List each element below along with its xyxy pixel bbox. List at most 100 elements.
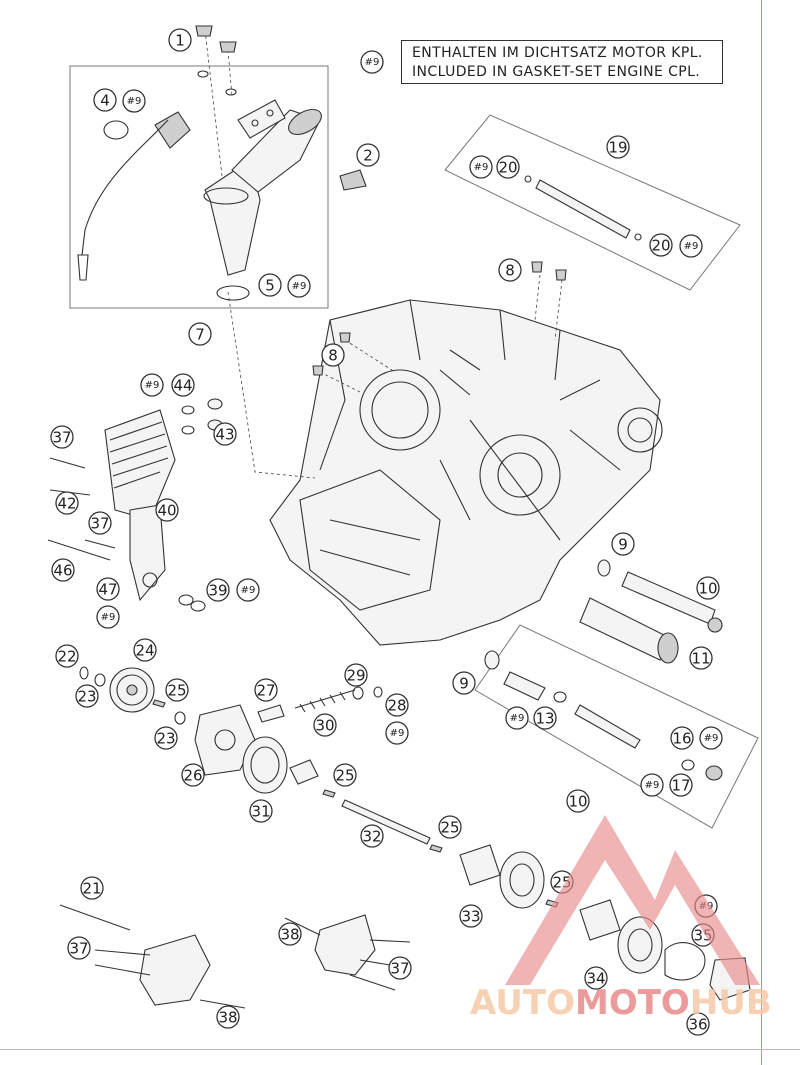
callout-label-c5r: #9 [292,281,307,292]
dipstick [77,111,191,281]
callout-circle-c9a [469,155,493,179]
callout-label-c25b: 25 [335,767,354,785]
callout-label-c4: 4 [100,92,110,110]
callout-circle-c20b [649,233,673,257]
note-ref-circle [360,50,384,74]
pressure-regulator [257,686,383,723]
callout-circle-c7 [188,322,212,346]
gasket-set-note: ENTHALTEN IM DICHTSATZ MOTOR KPL. INCLUD… [401,40,723,84]
callout-label-c9j: #9 [645,780,660,791]
callout-label-c43: 43 [215,426,234,444]
callout-circle-c5 [258,273,282,297]
leader-screw-1b [227,49,233,97]
callout-circle-c22 [55,644,79,668]
callout-label-c1: 1 [175,32,185,50]
callout-circle-c9f [611,532,635,556]
callout-circle-c9e [236,578,260,602]
callout-circle-c47 [96,577,120,601]
callout-label-c19: 19 [608,139,627,157]
callout-circle-c32 [360,824,384,848]
callout-circle-c9g [452,671,476,695]
callout-circle-c34 [584,966,608,990]
callout-label-c25a: 25 [167,682,186,700]
callout-label-c37c: 37 [69,940,88,958]
callout-label-c9f: 9 [618,536,628,554]
callout-circle-c9j [640,773,664,797]
callout-circle-c44 [171,373,195,397]
callout-circle-c9h [505,706,529,730]
callout-label-c46: 46 [53,562,72,580]
callout-label-c21: 21 [82,880,101,898]
callout-label-c36: 36 [688,1016,707,1034]
callout-label-c30: 30 [315,717,334,735]
callout-label-c33: 33 [461,908,480,926]
callout-label-c9g: 9 [459,675,469,693]
callout-label-c9a: #9 [474,162,489,173]
callout-circle-c9d [96,605,120,629]
callout-label-c9d: #9 [101,612,116,623]
callout-label-c2: 2 [363,147,373,165]
callout-label-c8a: 8 [328,347,338,365]
callout-circle-c37c [67,936,91,960]
screw-2 [339,169,367,191]
callout-circle-c10a [696,576,720,600]
pump-rotor-31 [242,736,319,794]
callout-label-c10b: 10 [568,793,587,811]
o-ring-4 [103,120,129,140]
watermark-text: AUTOMOTOHUB [470,983,772,1023]
leader-filler-to-case [227,291,316,479]
callout-label-c32: 32 [362,828,381,846]
engine-crankcase [269,299,663,646]
callout-circle-c10b [566,789,590,813]
callout-label-c34: 34 [586,970,605,988]
callout-label-c8b: 8 [505,262,515,280]
leader-8b2 [554,279,563,341]
callout-label-c9h: #9 [510,713,525,724]
callout-label-c42: 42 [57,495,76,513]
callout-circle-c30 [313,713,337,737]
callout-circle-c43 [213,422,237,446]
callout-circle-c1 [168,28,192,52]
callout-circle-c25c [438,815,462,839]
callout-circle-c33 [459,904,483,928]
leader-8a [344,339,396,373]
callout-circle-c23a [75,684,99,708]
callout-circle-c23b [154,726,178,750]
callout-label-c23b: 23 [156,730,175,748]
callout-circle-c39 [206,578,230,602]
gasket-35 [664,942,706,981]
callout-circle-c21 [80,876,104,900]
callout-circle-c27 [254,678,278,702]
callout-circle-c31 [249,799,273,823]
watermark-triangle-logo [505,815,760,985]
callout-circle-c28 [385,693,409,717]
callout-label-c4r: #9 [127,96,142,107]
callout-circle-c19 [606,135,630,159]
callout-circle-c9k [385,721,409,745]
callout-circle-c46 [51,558,75,582]
callout-circle-c5r [287,274,311,298]
callout-label-c28: 28 [387,697,406,715]
callout-circle-c38a [216,1005,240,1029]
callout-label-c7: 7 [195,326,205,344]
callout-circle-c9b [679,234,703,258]
callout-label-c31: 31 [251,803,270,821]
leader-8a2 [319,371,361,393]
callout-circle-c8a [321,343,345,367]
pump-cover-left [59,904,246,1009]
oil-pump-sprocket [79,666,186,725]
callout-label-c9k: #9 [390,728,405,739]
callout-circle-c25b [333,763,357,787]
callout-label-c24: 24 [135,642,154,660]
callout-circle-c4r [122,89,146,113]
o-ring-5 [216,285,250,301]
callout-label-c44: 44 [173,377,192,395]
oil-filter [579,597,679,664]
callout-circle-c25a [165,678,189,702]
callout-circle-c2 [356,143,380,167]
group-box-oil-filler [69,65,329,309]
oil-screen-10a [621,571,723,633]
callout-label-c13: 13 [535,710,554,728]
callout-label-c37b: 37 [90,515,109,533]
